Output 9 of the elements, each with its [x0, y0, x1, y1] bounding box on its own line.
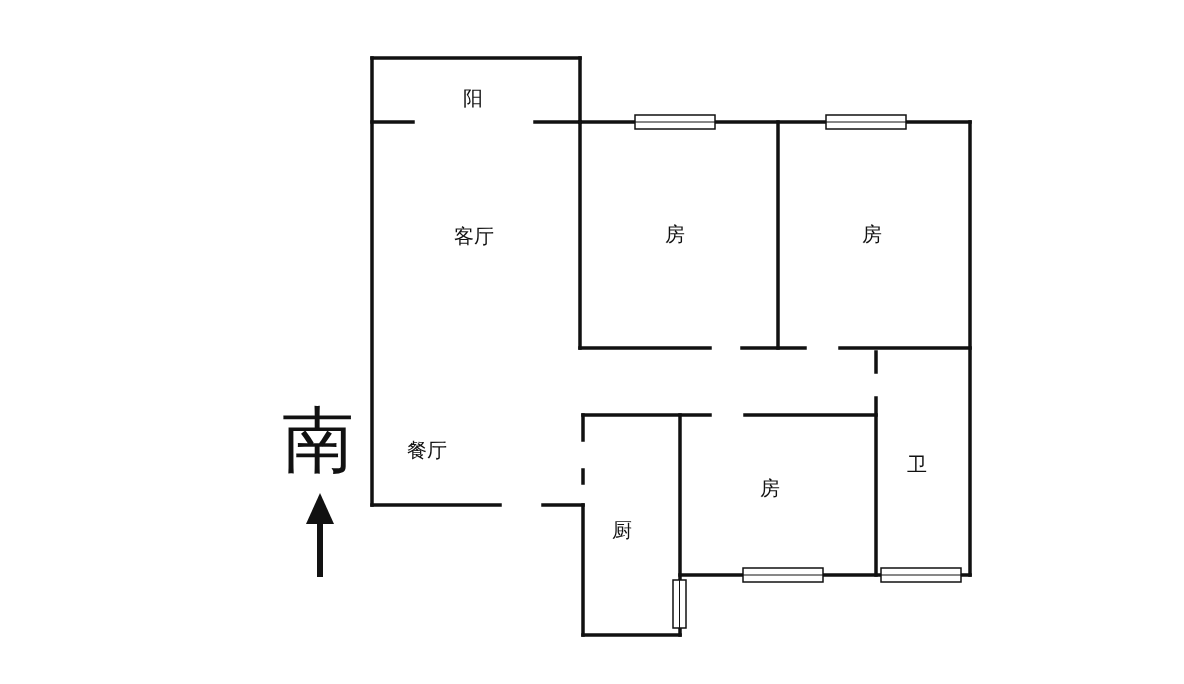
room-label: 房 — [760, 478, 780, 498]
room-label: 餐厅 — [407, 440, 447, 460]
room-label: 房 — [862, 224, 882, 244]
room-label: 客厅 — [454, 226, 494, 246]
compass-label: 南 — [282, 404, 354, 476]
room-label: 卫 — [907, 454, 927, 474]
room-label: 厨 — [612, 520, 632, 540]
room-label: 房 — [665, 224, 685, 244]
room-label: 阳 — [463, 88, 483, 108]
